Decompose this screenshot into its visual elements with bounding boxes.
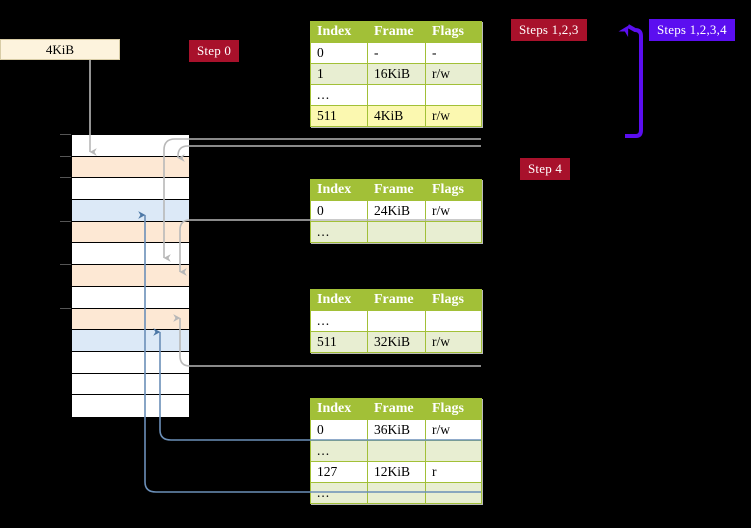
column-header-frame: Frame <box>367 398 426 420</box>
size-box-label: 4KiB <box>45 41 75 57</box>
memory-frame-row <box>72 373 189 396</box>
table-cell: 127 <box>310 461 368 483</box>
table-cell <box>367 84 426 106</box>
table-cell <box>367 310 426 332</box>
column-header-flags: Flags <box>425 21 482 43</box>
table-cell: 24KiB <box>367 200 426 222</box>
label-step-4: Step 4 <box>521 159 570 179</box>
label-step-0: Step 0 <box>190 41 239 61</box>
table-cell: 32KiB <box>367 331 426 353</box>
table-cell <box>367 482 426 504</box>
memory-frame-row <box>72 265 189 287</box>
table-cell: ... <box>310 221 368 243</box>
memory-frame-row <box>72 308 189 331</box>
memory-frame-row <box>72 395 189 417</box>
table-cell <box>425 440 482 462</box>
memory-tick <box>60 155 72 157</box>
table-cell: r/w <box>425 63 482 85</box>
table-cell: ... <box>310 482 368 504</box>
column-header-flags: Flags <box>425 289 482 311</box>
column-header-index: Index <box>310 179 368 201</box>
memory-frame-row <box>72 351 189 374</box>
table-cell: 0 <box>310 200 368 222</box>
column-header-flags: Flags <box>425 179 482 201</box>
table-cell: ... <box>310 84 368 106</box>
table-cell: r <box>425 461 482 483</box>
physical-memory-column <box>71 134 190 417</box>
table-cell: r/w <box>425 200 482 222</box>
column-header-flags: Flags <box>425 398 482 420</box>
column-header-index: Index <box>310 21 368 43</box>
table-cell: r/w <box>425 419 482 441</box>
table-row: ... <box>310 440 482 462</box>
table-cell <box>367 440 426 462</box>
table-cell: r/w <box>425 331 482 353</box>
memory-tick <box>60 177 72 179</box>
table-cell: ... <box>310 310 368 332</box>
memory-tick <box>60 307 72 309</box>
table-row: ... <box>310 221 482 243</box>
memory-frame-row <box>72 200 189 222</box>
memory-frame-row <box>72 135 189 157</box>
memory-frame-row <box>72 221 189 244</box>
column-header-index: Index <box>310 289 368 311</box>
memory-frame-row <box>72 243 189 266</box>
memory-frame-row <box>72 156 189 179</box>
table-cell: 1 <box>310 63 368 85</box>
column-header-frame: Frame <box>367 21 426 43</box>
table-cell <box>367 221 426 243</box>
table-cell: 0 <box>310 42 368 64</box>
memory-frame-row <box>72 330 189 352</box>
memory-tick <box>60 134 72 135</box>
memory-tick <box>60 264 72 266</box>
table-cell: 36KiB <box>367 419 426 441</box>
table-cell <box>425 84 482 106</box>
table-cell <box>425 482 482 504</box>
label-steps-123: Steps 1,2,3 <box>512 20 586 40</box>
label-steps-1234: Steps 1,2,3,4 <box>650 20 734 40</box>
table-cell: 0 <box>310 419 368 441</box>
table-cell: ... <box>310 440 368 462</box>
table-cell: 511 <box>310 331 368 353</box>
table-cell: r/w <box>425 105 482 127</box>
table-row: 0-- <box>310 42 482 64</box>
table-cell <box>425 310 482 332</box>
table-cell: 12KiB <box>367 461 426 483</box>
arrow-l4-hook <box>177 145 481 162</box>
column-header-index: Index <box>310 398 368 420</box>
table-row: ... <box>310 84 482 106</box>
column-header-frame: Frame <box>367 179 426 201</box>
size-box-4kib: 4KiB <box>0 39 120 60</box>
table-cell: - <box>367 42 426 64</box>
table-cell: - <box>425 42 482 64</box>
table-row: ... <box>310 310 482 332</box>
arrow-steps-1234-bracket <box>618 24 643 138</box>
table-cell: 511 <box>310 105 368 127</box>
table-row: ... <box>310 482 482 504</box>
table-cell <box>425 221 482 243</box>
table-cell: 4KiB <box>367 105 426 127</box>
memory-tick <box>60 220 72 222</box>
table-cell: 16KiB <box>367 63 426 85</box>
memory-frame-row <box>72 286 189 309</box>
memory-frame-row <box>72 178 189 201</box>
column-header-frame: Frame <box>367 289 426 311</box>
